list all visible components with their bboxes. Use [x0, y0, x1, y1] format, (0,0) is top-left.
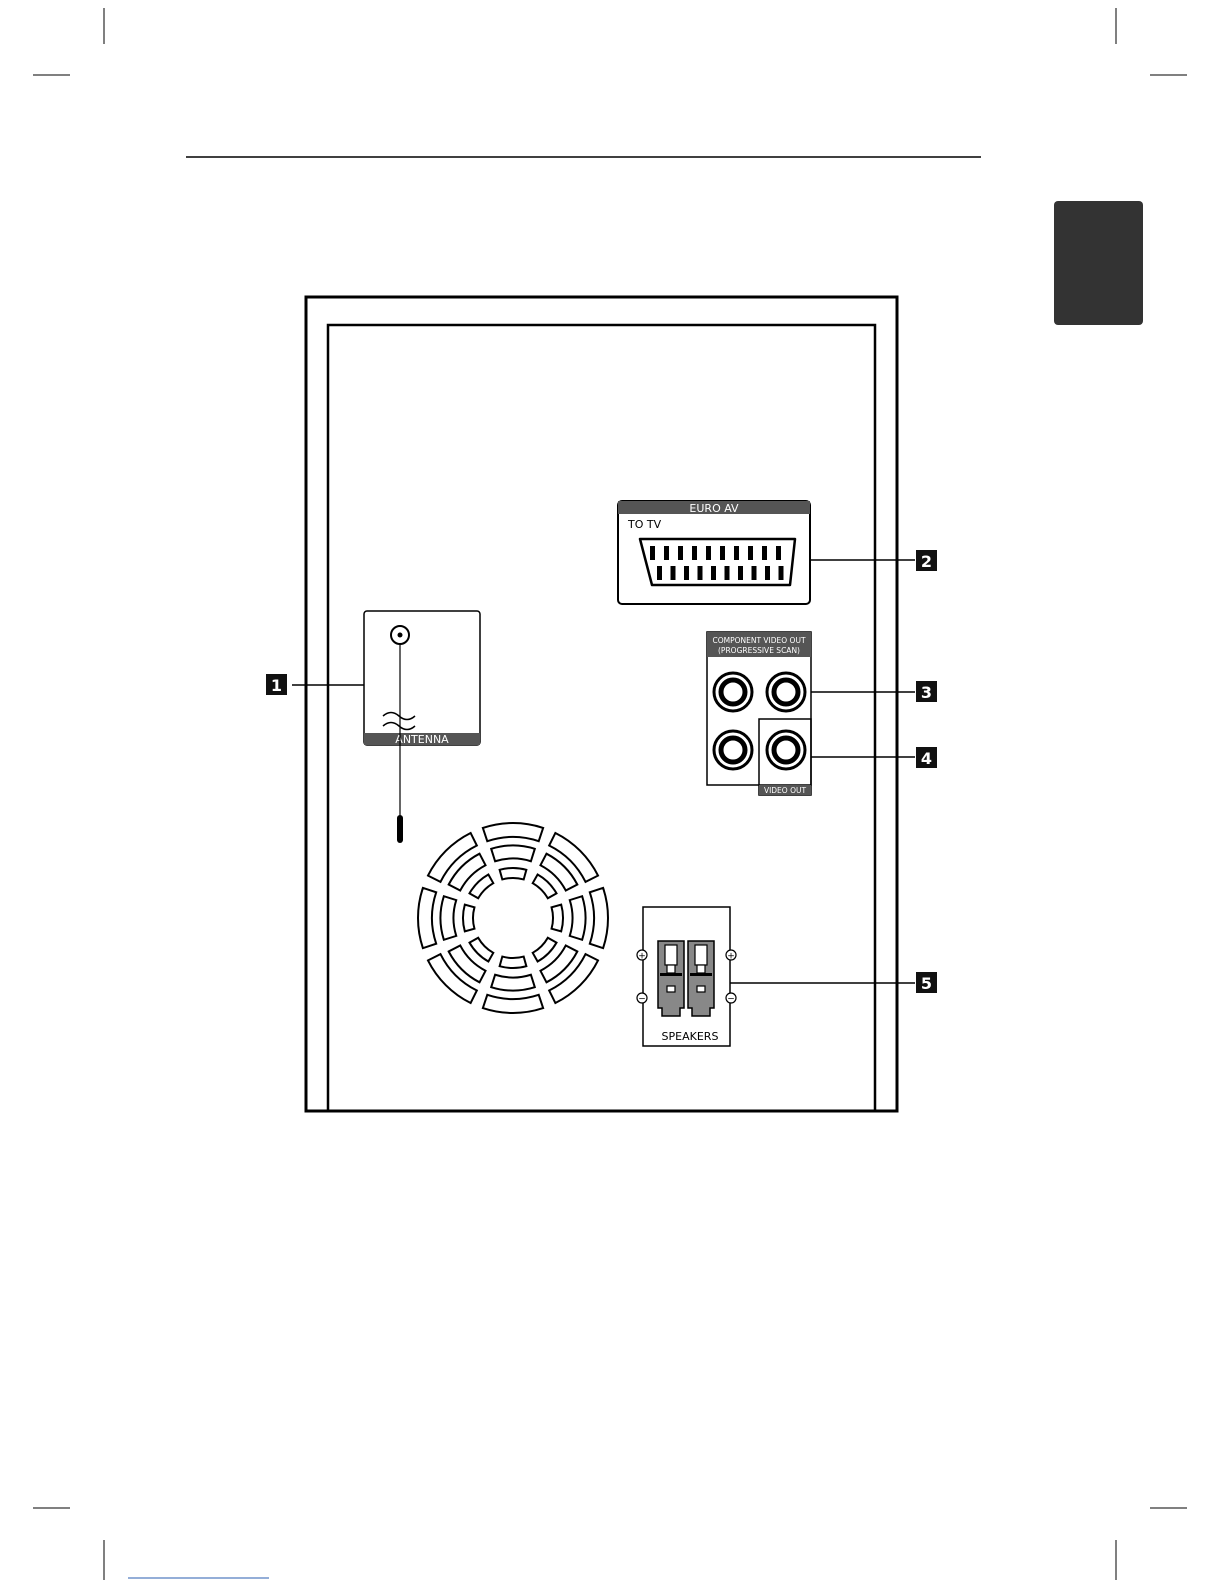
- antenna-block: ANTENNA: [364, 611, 480, 841]
- scart-pin: [738, 566, 743, 580]
- svg-text:5: 5: [921, 974, 932, 993]
- fan-vent-slot: [463, 905, 474, 932]
- fan-vent-slot: [441, 896, 457, 940]
- chapter-tab: [1054, 201, 1143, 325]
- antenna-label: ANTENNA: [395, 733, 449, 746]
- scart-pin: [711, 566, 716, 580]
- fan-vent-slot: [469, 874, 493, 898]
- component-title-line2: (PROGRESSIVE SCAN): [718, 646, 800, 655]
- svg-text:3: 3: [921, 683, 932, 702]
- fan-vent-slot: [491, 975, 535, 991]
- scart-pin: [776, 546, 781, 560]
- video-out-label: VIDEO OUT: [764, 786, 807, 795]
- scart-pin: [671, 566, 676, 580]
- component-jack-pr: [714, 731, 752, 769]
- scart-pin: [725, 566, 730, 580]
- scart-pin: [752, 566, 757, 580]
- scart-pin: [650, 546, 655, 560]
- scart-pin: [779, 566, 784, 580]
- speaker-terminal-left: [658, 941, 684, 1016]
- scart-pin: [692, 546, 697, 560]
- scart-pin: [664, 546, 669, 560]
- callout-3: 3: [916, 681, 937, 702]
- callout-5: 5: [916, 972, 937, 993]
- component-jack-pb: [767, 673, 805, 711]
- svg-text:1: 1: [271, 676, 282, 695]
- speaker-plus-left: +: [637, 950, 647, 962]
- callout-1: 1: [266, 674, 287, 695]
- svg-text:−: −: [638, 995, 646, 1005]
- speaker-minus-left: −: [637, 993, 647, 1005]
- component-title-line1: COMPONENT VIDEO OUT: [712, 636, 805, 645]
- component-jack-y: [714, 673, 752, 711]
- svg-text:2: 2: [921, 552, 932, 571]
- fan-vent-slot: [483, 823, 543, 841]
- speakers-label: SPEAKERS: [662, 1030, 719, 1043]
- scart-pin: [684, 566, 689, 580]
- svg-text:+: +: [727, 952, 735, 962]
- fan-vent-slot: [552, 905, 563, 932]
- fan-vent-slot: [469, 938, 493, 962]
- fan-vent-slot: [590, 888, 608, 948]
- svg-text:4: 4: [921, 749, 932, 768]
- speaker-plus-right: +: [726, 950, 736, 962]
- crop-marks: [33, 8, 1187, 1580]
- scart-pin: [765, 566, 770, 580]
- scart-pin: [657, 566, 662, 580]
- euro-av-title: EURO AV: [689, 502, 739, 515]
- svg-text:−: −: [727, 995, 735, 1005]
- speaker-minus-right: −: [726, 993, 736, 1005]
- component-video-block: COMPONENT VIDEO OUT (PROGRESSIVE SCAN) V…: [707, 632, 811, 795]
- euro-av-connector: EURO AV TO TV: [618, 501, 810, 604]
- scart-socket: [640, 539, 795, 585]
- fan-vent-slot: [491, 846, 535, 862]
- fan-vent-slot: [533, 938, 557, 962]
- fan-vent-slot: [500, 957, 527, 968]
- fan-vent-slot: [570, 896, 586, 940]
- scart-pin: [706, 546, 711, 560]
- euro-av-subtitle: TO TV: [627, 518, 662, 531]
- scart-pin: [678, 546, 683, 560]
- fan-vent-slot: [418, 888, 436, 948]
- svg-text:+: +: [638, 952, 646, 962]
- scart-pin: [698, 566, 703, 580]
- scart-pin: [720, 546, 725, 560]
- speaker-terminal-right: [688, 941, 714, 1016]
- fan-vent-slot: [533, 874, 557, 898]
- video-out-jack: [767, 731, 805, 769]
- scart-pin: [762, 546, 767, 560]
- fan-grille: [418, 823, 608, 1013]
- speakers-block: SPEAKERS + + −: [637, 907, 736, 1046]
- scart-pin: [748, 546, 753, 560]
- callout-2: 2: [916, 550, 937, 571]
- fan-vent-slot: [483, 995, 543, 1013]
- fan-vent-slot: [500, 868, 527, 879]
- scart-pin: [734, 546, 739, 560]
- callout-4: 4: [916, 747, 937, 768]
